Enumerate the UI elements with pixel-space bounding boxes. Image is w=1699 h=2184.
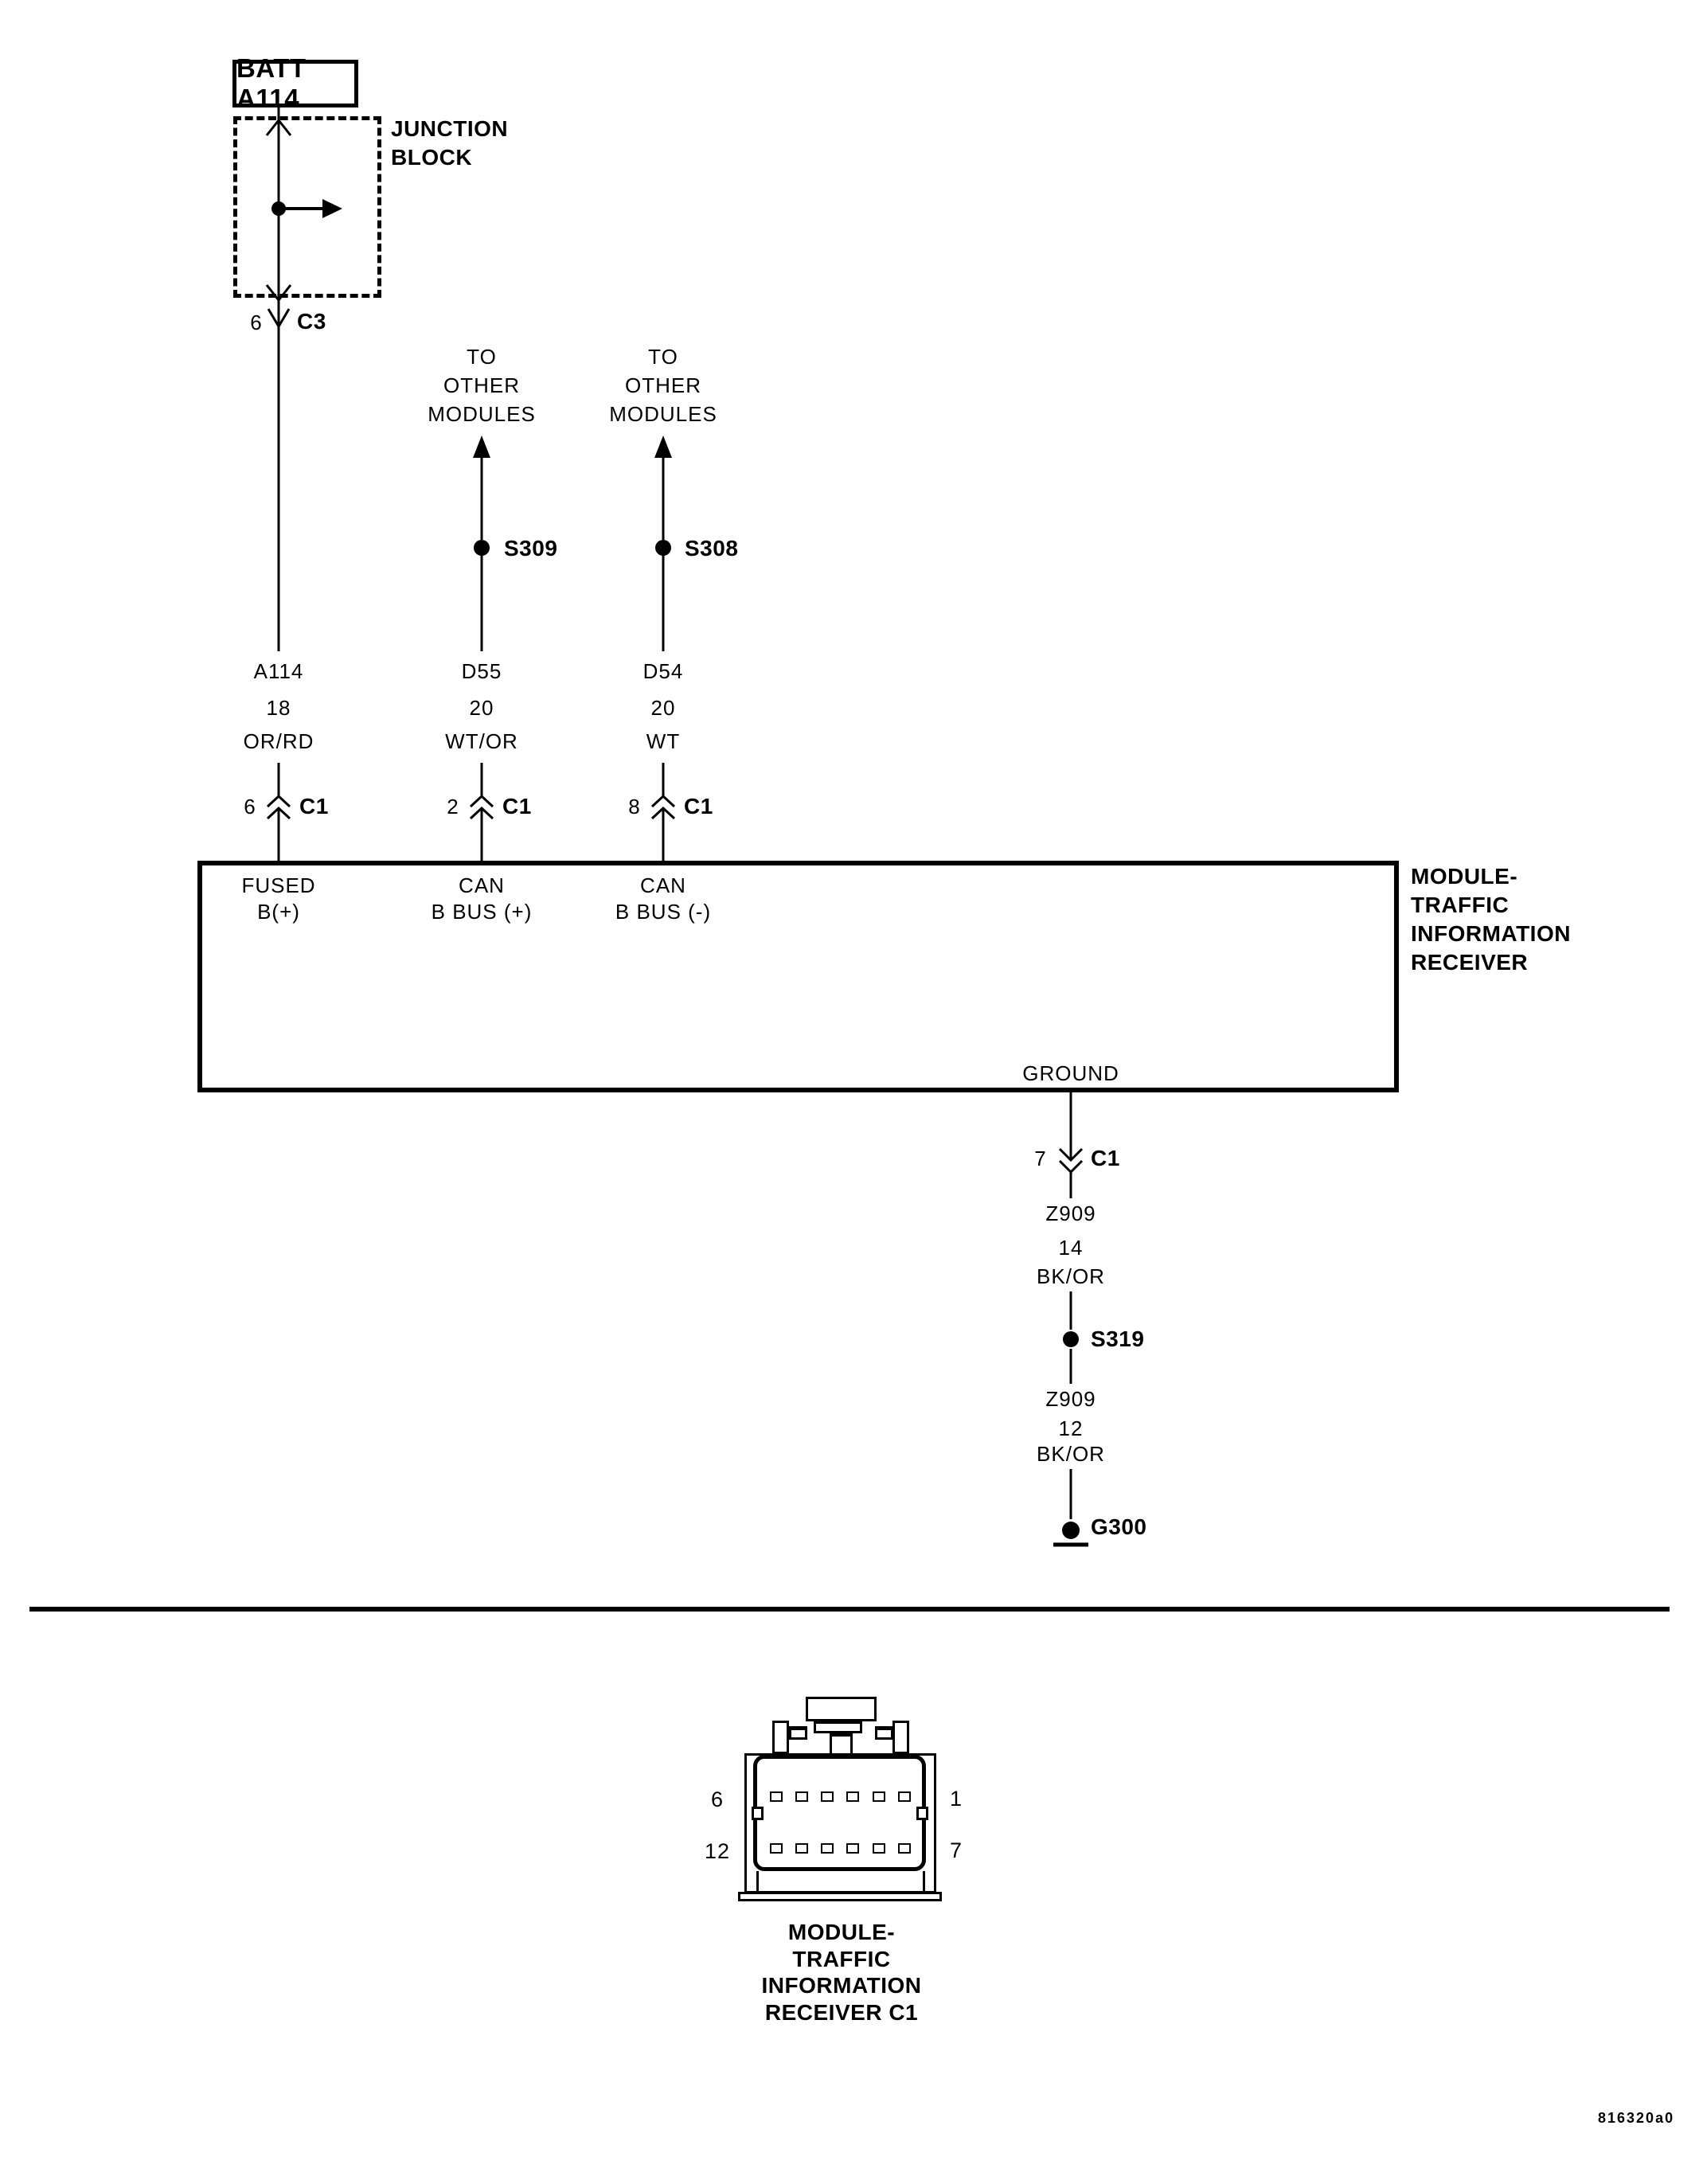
wire-gauge: 20: [650, 696, 676, 720]
connector-c1-pin: 2: [447, 795, 459, 819]
connector-caption-line1: MODULE-: [787, 1920, 896, 1944]
section-divider-line: [29, 1607, 1670, 1612]
connector-cavity-stub-right: [923, 1871, 925, 1893]
connector-c1-label: C1: [684, 794, 713, 819]
to-other-modules-line2: OTHER: [443, 373, 520, 397]
splice-s309-dot: [474, 540, 490, 556]
module-name-line4: RECEIVER: [1411, 950, 1529, 975]
wire-circuit-code: A114: [253, 659, 304, 683]
module-pin-function-line1: CAN: [459, 873, 505, 897]
connector-c1-pin: 8: [628, 795, 641, 819]
wire-circuit-code: Z909: [1045, 1201, 1096, 1225]
connector-c1-label: C1: [299, 794, 329, 819]
connector-latch-top: [806, 1697, 877, 1721]
connector-c3-pin: 6: [250, 311, 263, 334]
connector-base-flange: [738, 1892, 942, 1901]
wire-circuit-code: D54: [642, 659, 684, 683]
to-other-modules-line2: OTHER: [625, 373, 701, 397]
ground-g300-dot: [1062, 1522, 1080, 1539]
batt-feed-label: BATT A114: [236, 53, 307, 113]
wire-color: BK/OR: [1037, 1264, 1105, 1288]
connector-c3-label: C3: [297, 309, 326, 334]
terminal-cavity: [873, 1791, 885, 1802]
connector-caption-line3: INFORMATION: [761, 1973, 922, 1998]
splice-s308-label: S308: [685, 536, 739, 561]
wire-color: BK/OR: [1037, 1442, 1105, 1466]
module-pin-function-line2: B BUS (+): [431, 900, 533, 924]
terminal-cavity: [795, 1791, 808, 1802]
wire-color: OR/RD: [243, 729, 314, 753]
wire-gauge: 20: [469, 696, 494, 720]
wire-color: WT: [646, 729, 681, 753]
to-other-modules-arrow-head: [473, 436, 490, 458]
terminal-cavity: [821, 1791, 834, 1802]
terminal-cavity: [898, 1843, 911, 1854]
connector-key-notch-right: [916, 1807, 928, 1820]
diagram-code: 816320a0: [1598, 2110, 1675, 2126]
ground-wire: [1053, 1092, 1088, 1547]
junction-block-label-line2: BLOCK: [391, 145, 473, 170]
can-minus-marks: [654, 436, 672, 556]
connector-pin-number-bottom-right: 7: [949, 1838, 963, 1862]
terminal-cavity: [770, 1791, 783, 1802]
connector-caption-line4: RECEIVER C1: [764, 2000, 919, 2025]
module-ground-pin-label: GROUND: [1022, 1061, 1119, 1085]
terminal-cavity: [873, 1843, 885, 1854]
to-other-modules-line1: TO: [467, 345, 497, 369]
junction-block-box: [233, 116, 381, 298]
terminal-cavity: [770, 1843, 783, 1854]
terminal-cavity: [846, 1843, 859, 1854]
splice-s309-label: S309: [504, 536, 558, 561]
module-name-line1: MODULE-: [1411, 864, 1518, 889]
junction-block-label-line1: JUNCTION: [391, 116, 509, 141]
connector-c1-label: C1: [502, 794, 532, 819]
to-other-modules-line1: TO: [648, 345, 678, 369]
to-other-modules-arrow-head: [654, 436, 672, 458]
connector-key-notch-left: [752, 1807, 764, 1820]
connector-latch-box-right: [875, 1726, 893, 1740]
terminal-cavity: [821, 1843, 834, 1854]
splice-s308-dot: [655, 540, 671, 556]
connector-latch-tab-right: [892, 1721, 909, 1754]
ground-g300-label: G300: [1091, 1514, 1147, 1539]
terminal-cavity: [846, 1791, 859, 1802]
wire-circuit-code: Z909: [1045, 1387, 1096, 1411]
module-name-line3: INFORMATION: [1411, 921, 1571, 946]
connector-cavity-outline: [753, 1755, 926, 1871]
splice-s319-label: S319: [1091, 1326, 1145, 1351]
connector-pin-number-top-right: 1: [949, 1787, 963, 1811]
terminal-cavity: [898, 1791, 911, 1802]
batt-feed-box: BATT A114: [232, 53, 358, 113]
wire-gauge: 12: [1058, 1416, 1084, 1440]
connector-caption-line2: TRAFFIC: [792, 1947, 891, 1971]
connector-pin-number-top-left: 6: [710, 1787, 725, 1811]
splice-s319-dot: [1063, 1331, 1079, 1347]
wire-color: WT/OR: [445, 729, 518, 753]
to-other-modules-line3: MODULES: [428, 402, 536, 426]
connector-c1-label: C1: [1091, 1146, 1120, 1170]
to-other-modules-line3: MODULES: [609, 402, 717, 426]
module-name-line2: TRAFFIC: [1411, 893, 1510, 917]
connector-pin-number-bottom-left: 12: [704, 1839, 731, 1863]
connector-cavity-stub-left: [756, 1871, 759, 1893]
wire-gauge: 18: [266, 696, 291, 720]
wire-circuit-code: D55: [461, 659, 502, 683]
module-pin-function-line2: B BUS (-): [615, 900, 712, 924]
connector-c1-pin: 7: [1034, 1147, 1047, 1170]
connector-latch-tab-left: [772, 1721, 789, 1754]
connector-c1-pin: 6: [244, 795, 256, 819]
can-plus-marks: [473, 436, 490, 556]
module-pin-function-line1: FUSED: [241, 873, 316, 897]
terminal-cavity: [795, 1843, 808, 1854]
wire-gauge: 14: [1058, 1236, 1084, 1260]
module-box: [197, 861, 1399, 1092]
connector-latch-center-profile: [814, 1721, 862, 1733]
module-pin-function-line2: B(+): [257, 900, 300, 924]
connector-latch-box-left: [789, 1726, 807, 1740]
module-pin-function-line1: CAN: [640, 873, 686, 897]
